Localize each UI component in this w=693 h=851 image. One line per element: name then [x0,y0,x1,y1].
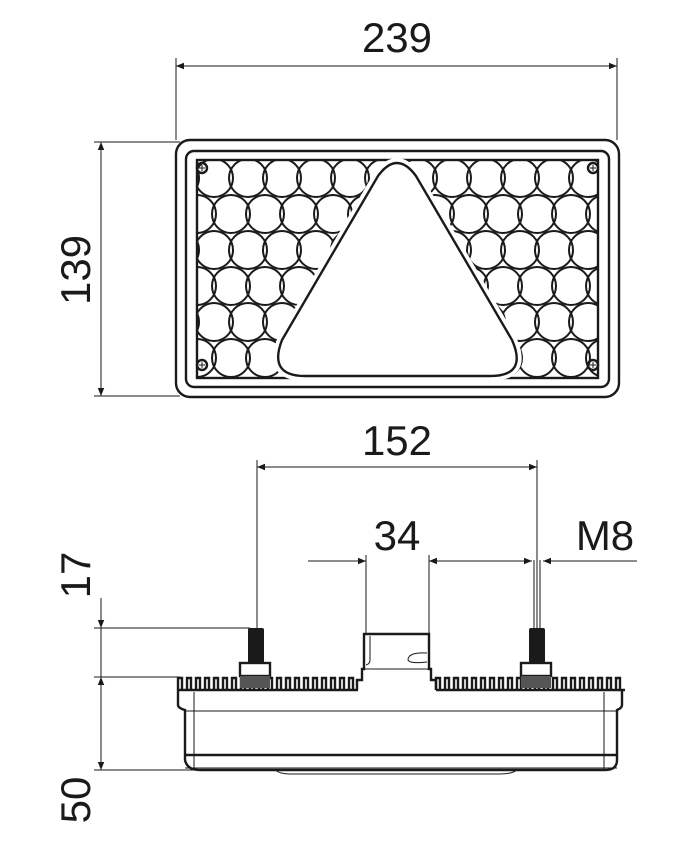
reflector-cell [551,194,591,234]
reflector-cell [245,266,285,306]
dimension-connector-width: 34 [308,512,486,634]
dimension-label-height: 139 [52,235,99,305]
dimension-height: 139 [52,141,180,397]
reflector-cell [620,195,658,233]
lens-frame [184,149,611,389]
reflector-cell [517,338,557,377]
dimension-bolt-thread: M8 [486,512,637,565]
reflector-cell [262,161,302,198]
reflector-cell [585,195,598,233]
reflector-cell [466,161,506,198]
reflector-cell [551,266,591,306]
reflector-cell [568,230,598,270]
reflector-cell [198,313,200,331]
reflector-cell [330,161,370,198]
reflector-cell [245,194,285,234]
reflector-cell [466,230,506,270]
reflector-cell [211,338,251,377]
housing-outline [174,138,621,399]
reflector-cell [483,194,523,234]
reflector-cell [568,161,598,198]
reflector-cell [620,267,658,305]
mounting-bolt-right [519,628,553,688]
reflector-cell [534,230,574,270]
reflector-cell [211,266,251,306]
front-view [174,138,658,399]
side-view [176,628,625,775]
reflector-cell [534,302,574,342]
reflector-cell [620,339,658,377]
reflector-cell [432,161,472,198]
reflector-cell [551,338,591,377]
reflector-cell [500,161,540,198]
reflector-cell [585,339,598,377]
dimension-bolt-length: 17 [52,552,250,678]
reflector-cell [517,266,557,306]
reflector-cell [228,161,268,198]
reflector-cell [211,194,251,234]
reflector-cell [228,302,268,342]
dimension-label-bolt-spacing: 152 [362,417,432,464]
reflector-cell [585,267,598,305]
dimension-label-bolt-thread: M8 [576,512,634,559]
reflector-cell [198,302,234,342]
screw-icons [195,161,600,372]
reflector-cell [198,338,217,377]
reflector-cell [500,230,540,270]
reflector-cell [568,302,598,342]
reflector-cell [198,266,217,306]
reflector-cell [198,230,234,270]
dimension-label-connector-width: 34 [374,512,421,559]
dimension-depth: 50 [52,677,280,823]
reflector-cell [198,161,234,198]
mounting-bolt-left [238,628,272,688]
reflector-cell [198,194,217,234]
connector-housing [355,632,438,690]
dimension-width: 239 [175,14,618,140]
reflector-cell [279,194,319,234]
dimension-label-bolt-length: 17 [52,552,99,599]
reflector-cell [449,194,489,234]
reflector-cell [198,241,200,259]
reflector-cell [228,230,268,270]
dimension-label-width: 239 [362,14,432,61]
reflector-cell [296,161,336,198]
reflector-cell [517,194,557,234]
reflector-cell [534,161,574,198]
dimension-bolt-spacing: 152 [256,417,541,628]
reflector-cell [262,230,302,270]
dimension-label-depth: 50 [52,777,99,824]
reflector-cell [198,169,200,187]
